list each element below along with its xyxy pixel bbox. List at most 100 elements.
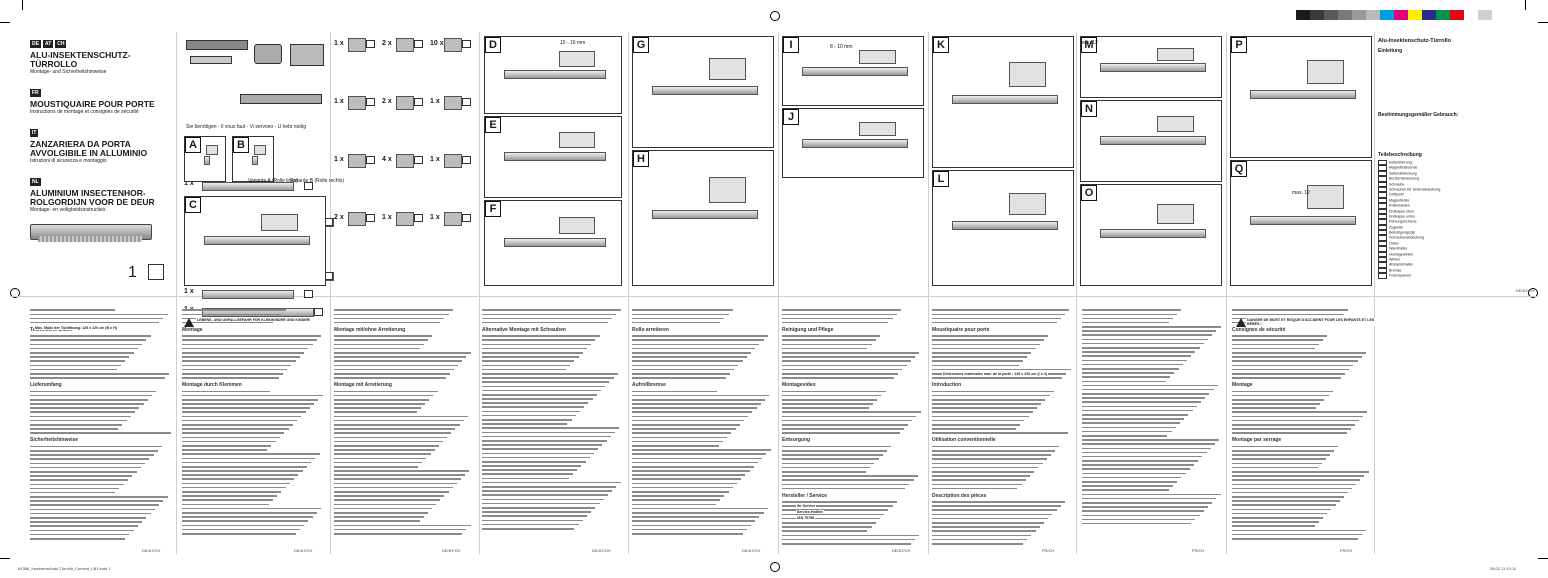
text-line (482, 418, 622, 422)
color-swatch (1464, 10, 1478, 20)
text-line (482, 342, 622, 346)
parts-list-item: Endkappe oben (1378, 208, 1528, 214)
text-line (782, 389, 922, 393)
text-line (30, 406, 172, 410)
text-line (30, 482, 172, 486)
dimension-label: max. 12 (1292, 190, 1310, 196)
text-line (182, 532, 324, 536)
part-illustration (202, 182, 294, 191)
step-rod-illustration (504, 152, 606, 161)
text-line (782, 542, 922, 546)
text-line (1232, 359, 1370, 363)
text-line (932, 342, 1072, 346)
text-line-placeholder (932, 403, 1042, 405)
text-line (932, 389, 1072, 393)
text-line (1232, 465, 1370, 469)
variant-a-caption: Variante A (Rolle links) (248, 178, 298, 184)
text-line-placeholder (182, 528, 300, 531)
text-line (182, 506, 324, 510)
text-line (932, 457, 1072, 461)
footer-col3: DE/AT/CH (442, 548, 461, 553)
text-line (482, 497, 622, 501)
text-line-placeholder (1232, 339, 1324, 342)
text-line-placeholder (932, 411, 1033, 414)
text-line-placeholder (482, 515, 587, 517)
text-line-placeholder (182, 398, 319, 401)
text-line-placeholder (182, 403, 315, 405)
text-line-placeholder (932, 534, 1032, 537)
text-line (932, 461, 1072, 465)
text-line (1082, 371, 1222, 375)
text-line (782, 461, 922, 465)
parts-list-number-box (1378, 197, 1387, 204)
text-line (30, 499, 172, 503)
step-detail-illustration (254, 144, 266, 155)
section-heading: Montage mit/ohne Arretierung (334, 326, 406, 333)
part-illustration (396, 154, 414, 168)
text-line (1232, 312, 1370, 316)
text-line (482, 468, 622, 472)
text-line (1082, 358, 1222, 362)
text-line-placeholder (30, 479, 128, 481)
text-line (932, 486, 1072, 490)
text-line-placeholder (932, 458, 1047, 460)
step-rod-illustration (1250, 90, 1356, 99)
text-line-placeholder (182, 368, 288, 371)
text-line (932, 478, 1072, 482)
parts-list-number-box (1378, 235, 1387, 241)
text-line-placeholder (482, 414, 576, 417)
text-line-placeholder (30, 321, 160, 324)
text-line (632, 414, 772, 418)
text-line (782, 342, 922, 346)
text-line-placeholder (334, 470, 470, 472)
text-line (1082, 346, 1222, 350)
text-line-placeholder (334, 503, 437, 506)
text-line-placeholder (182, 478, 295, 481)
text-line (782, 470, 922, 474)
text-line-placeholder (932, 462, 1043, 465)
text-line (482, 351, 622, 355)
text-line (30, 308, 172, 312)
text-line (932, 367, 1072, 371)
text-line-placeholder (482, 444, 603, 446)
dimension-label: 15 - 16 mm (560, 40, 586, 46)
text-line-placeholder (632, 520, 756, 522)
text-line (30, 376, 172, 380)
text-line-placeholder (334, 335, 432, 337)
text-line-placeholder (932, 450, 1056, 452)
text-line (482, 451, 622, 455)
text-line-placeholder (334, 321, 441, 324)
text-line-placeholder (632, 398, 765, 401)
text-line-placeholder (334, 449, 435, 451)
text-line (334, 321, 472, 325)
color-swatch (1436, 10, 1450, 20)
warning-fr-text: DANGER DE MORT ET RISQUE D'ACCIDENT POUR… (1246, 318, 1378, 326)
text-line-placeholder (1082, 309, 1182, 311)
text-line (334, 444, 472, 448)
text-line-placeholder (632, 419, 744, 422)
text-line (1232, 524, 1370, 528)
parts-list-text: Abstandshalter (1389, 263, 1413, 268)
text-line-placeholder (30, 504, 160, 507)
text-line (1232, 491, 1370, 495)
text-line (1082, 438, 1222, 442)
step-detail-illustration (859, 49, 896, 64)
text-line-placeholder (30, 496, 168, 498)
parts-list-item: Führungsschiene (1378, 219, 1528, 225)
text-line (932, 470, 1072, 474)
section-heading: Rollo arretieren (632, 326, 669, 333)
text-line-placeholder (1232, 504, 1336, 507)
text-line (482, 372, 622, 376)
text-line (932, 410, 1072, 414)
text-line-placeholder (182, 486, 286, 489)
title-de: ALU-INSEKTENSCHUTZ-TÜRROLLO (30, 50, 131, 69)
text-line-placeholder (1082, 455, 1203, 458)
text-line-placeholder (782, 343, 872, 346)
text-line (1232, 308, 1370, 312)
text-line (1082, 446, 1222, 450)
text-line (1082, 333, 1222, 337)
text-line (30, 486, 172, 490)
fold-line (330, 32, 331, 554)
text-line (182, 465, 324, 469)
text-line (1232, 482, 1370, 486)
